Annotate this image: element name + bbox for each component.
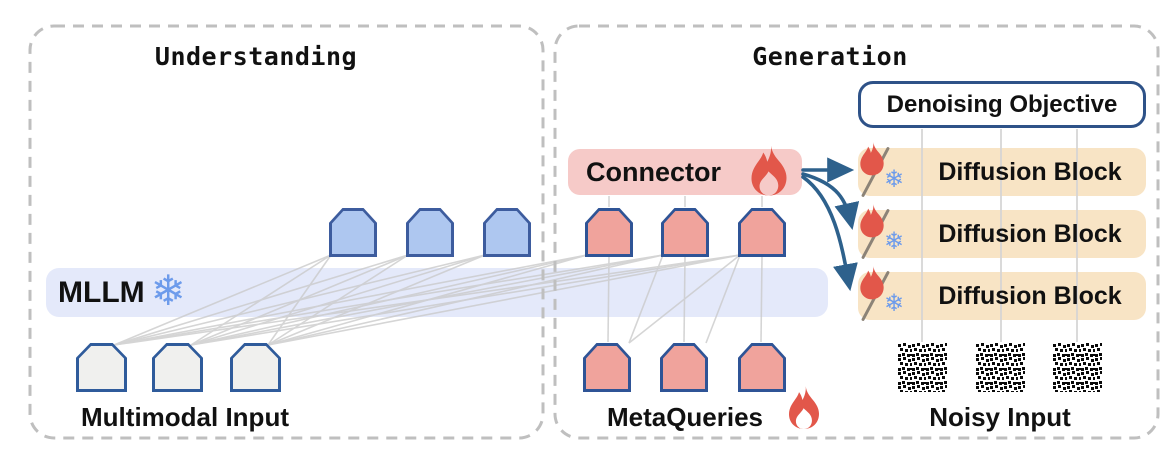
denoising-objective-box: Denoising Objective [858, 81, 1146, 128]
diffusion-block-label: Diffusion Block [938, 158, 1122, 186]
snowflake-icon: ❄ [884, 228, 905, 255]
generation-panel-title: Generation [752, 42, 908, 71]
metaquery-token [660, 343, 708, 392]
query-output-token [661, 208, 709, 257]
query-output-token [738, 208, 786, 257]
diffusion-block-content: ❄ Diffusion Block [858, 266, 1146, 322]
diffusion-block-label: Diffusion Block [938, 282, 1122, 310]
flame-icon [860, 142, 884, 176]
multimodal-input-token [230, 343, 281, 392]
connector-box: Connector [568, 149, 802, 195]
snowflake-icon: ❄ [884, 290, 905, 317]
connector-label: Connector [586, 157, 721, 187]
noise-patch [976, 343, 1025, 392]
snowflake-icon: ❄ [150, 266, 186, 314]
metaqueries-label: MetaQueries [606, 402, 764, 432]
connector-arrows [801, 157, 860, 292]
output-token [483, 208, 531, 257]
output-token [329, 208, 377, 257]
metaquery-token [583, 343, 631, 392]
diffusion-block-content: ❄ Diffusion Block [858, 204, 1146, 260]
flame-icon [860, 266, 884, 300]
mllm-label: MLLM [58, 275, 145, 309]
denoising-objective-label: Denoising Objective [886, 90, 1118, 118]
mllm-band: MLLM ❄ [46, 268, 828, 317]
multimodal-input-token [76, 343, 127, 392]
output-token [406, 208, 454, 257]
flame-icon [860, 204, 884, 238]
multimodal-input-token [152, 343, 203, 392]
query-output-token [585, 208, 633, 257]
noise-patch [1053, 343, 1102, 392]
metaquery-token [738, 343, 786, 392]
multimodal-input-label: Multimodal Input [81, 402, 289, 432]
diffusion-block-content: ❄ Diffusion Block [858, 142, 1146, 198]
noisy-input-label: Noisy Input [929, 402, 1071, 432]
snowflake-icon: ❄ [884, 166, 905, 193]
noise-patch [898, 343, 947, 392]
diffusion-block-label: Diffusion Block [938, 220, 1122, 248]
understanding-panel-title: Understanding [154, 42, 358, 71]
